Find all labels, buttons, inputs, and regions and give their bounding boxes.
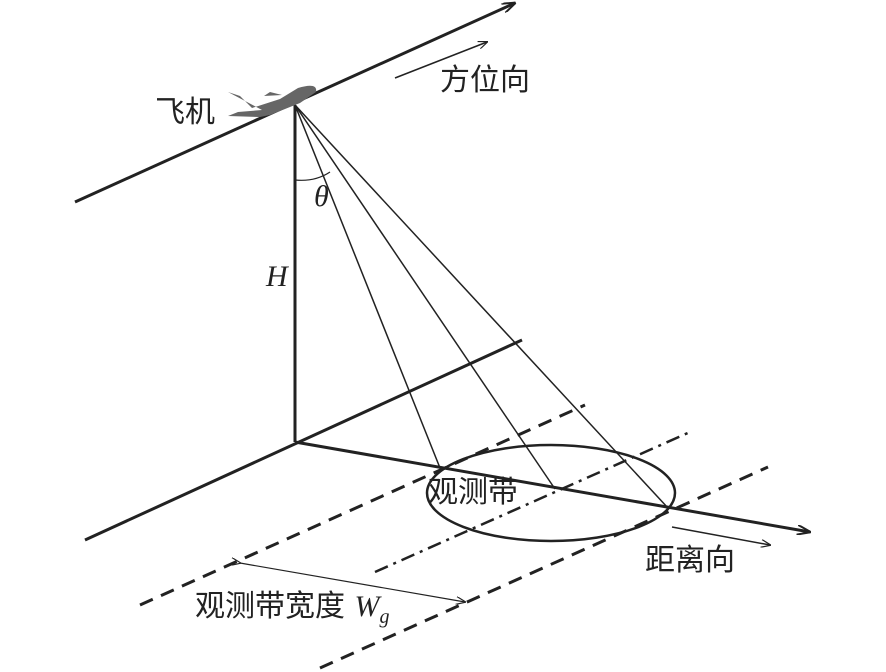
beam-ray — [294, 104, 669, 509]
swath-edge-near — [139, 403, 586, 607]
azimuth-arrow — [394, 42, 487, 79]
swath-label: 观测带 — [428, 475, 518, 510]
swath-width-symbol: W — [354, 590, 380, 623]
swath-ellipse — [425, 443, 677, 543]
range-axis — [294, 440, 810, 532]
ground-track-line — [84, 338, 523, 542]
theta-arc — [294, 171, 331, 181]
swath-width-arrow — [240, 563, 465, 602]
aircraft-label: 飞机 — [155, 95, 215, 130]
theta-label: θ — [314, 180, 329, 213]
height-label: H — [266, 260, 288, 293]
beam-ray — [294, 104, 441, 469]
swath-edge-far — [319, 465, 769, 670]
beam-ray — [294, 104, 556, 490]
azimuth-direction-label: 方位向 — [440, 63, 530, 98]
range-arrow — [671, 526, 770, 545]
aircraft-icon — [228, 85, 317, 117]
range-direction-label: 距离向 — [645, 543, 735, 578]
swath-width-text: 观测带宽度 — [195, 589, 345, 624]
swath-width-subscript: g — [379, 606, 390, 628]
swath-width-label: 观测带宽度 Wg — [195, 589, 390, 628]
